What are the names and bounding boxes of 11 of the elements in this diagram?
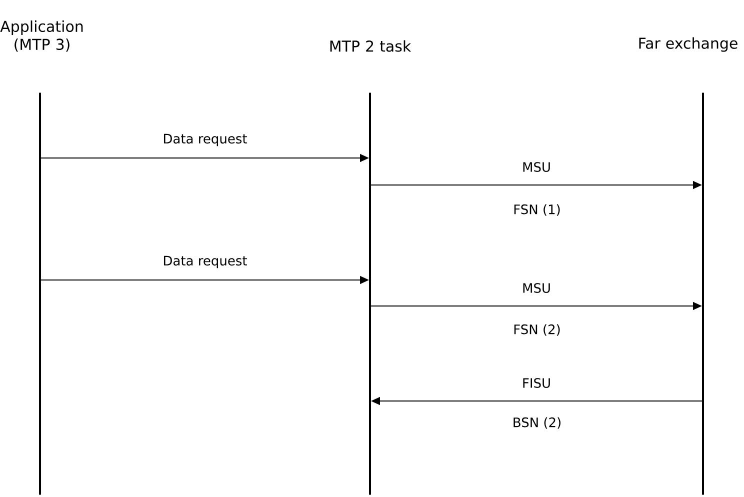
edge-label: Data request: [164, 256, 247, 268]
lifeline: MTP 2 task: [330, 40, 412, 495]
edge-label: FISU: [523, 378, 550, 388]
lifeline: Far exchange: [639, 37, 738, 495]
lifeline: Application (MTP 3): [0, 20, 83, 495]
edge-label: MSU: [523, 162, 550, 172]
edge-label: MSU: [523, 283, 550, 293]
edge-label: Data request: [164, 134, 247, 146]
sequence-number: BSN (2): [514, 417, 560, 429]
sequence-number: FSN (1): [514, 204, 560, 216]
sequence-number: FSN (2): [514, 324, 560, 336]
